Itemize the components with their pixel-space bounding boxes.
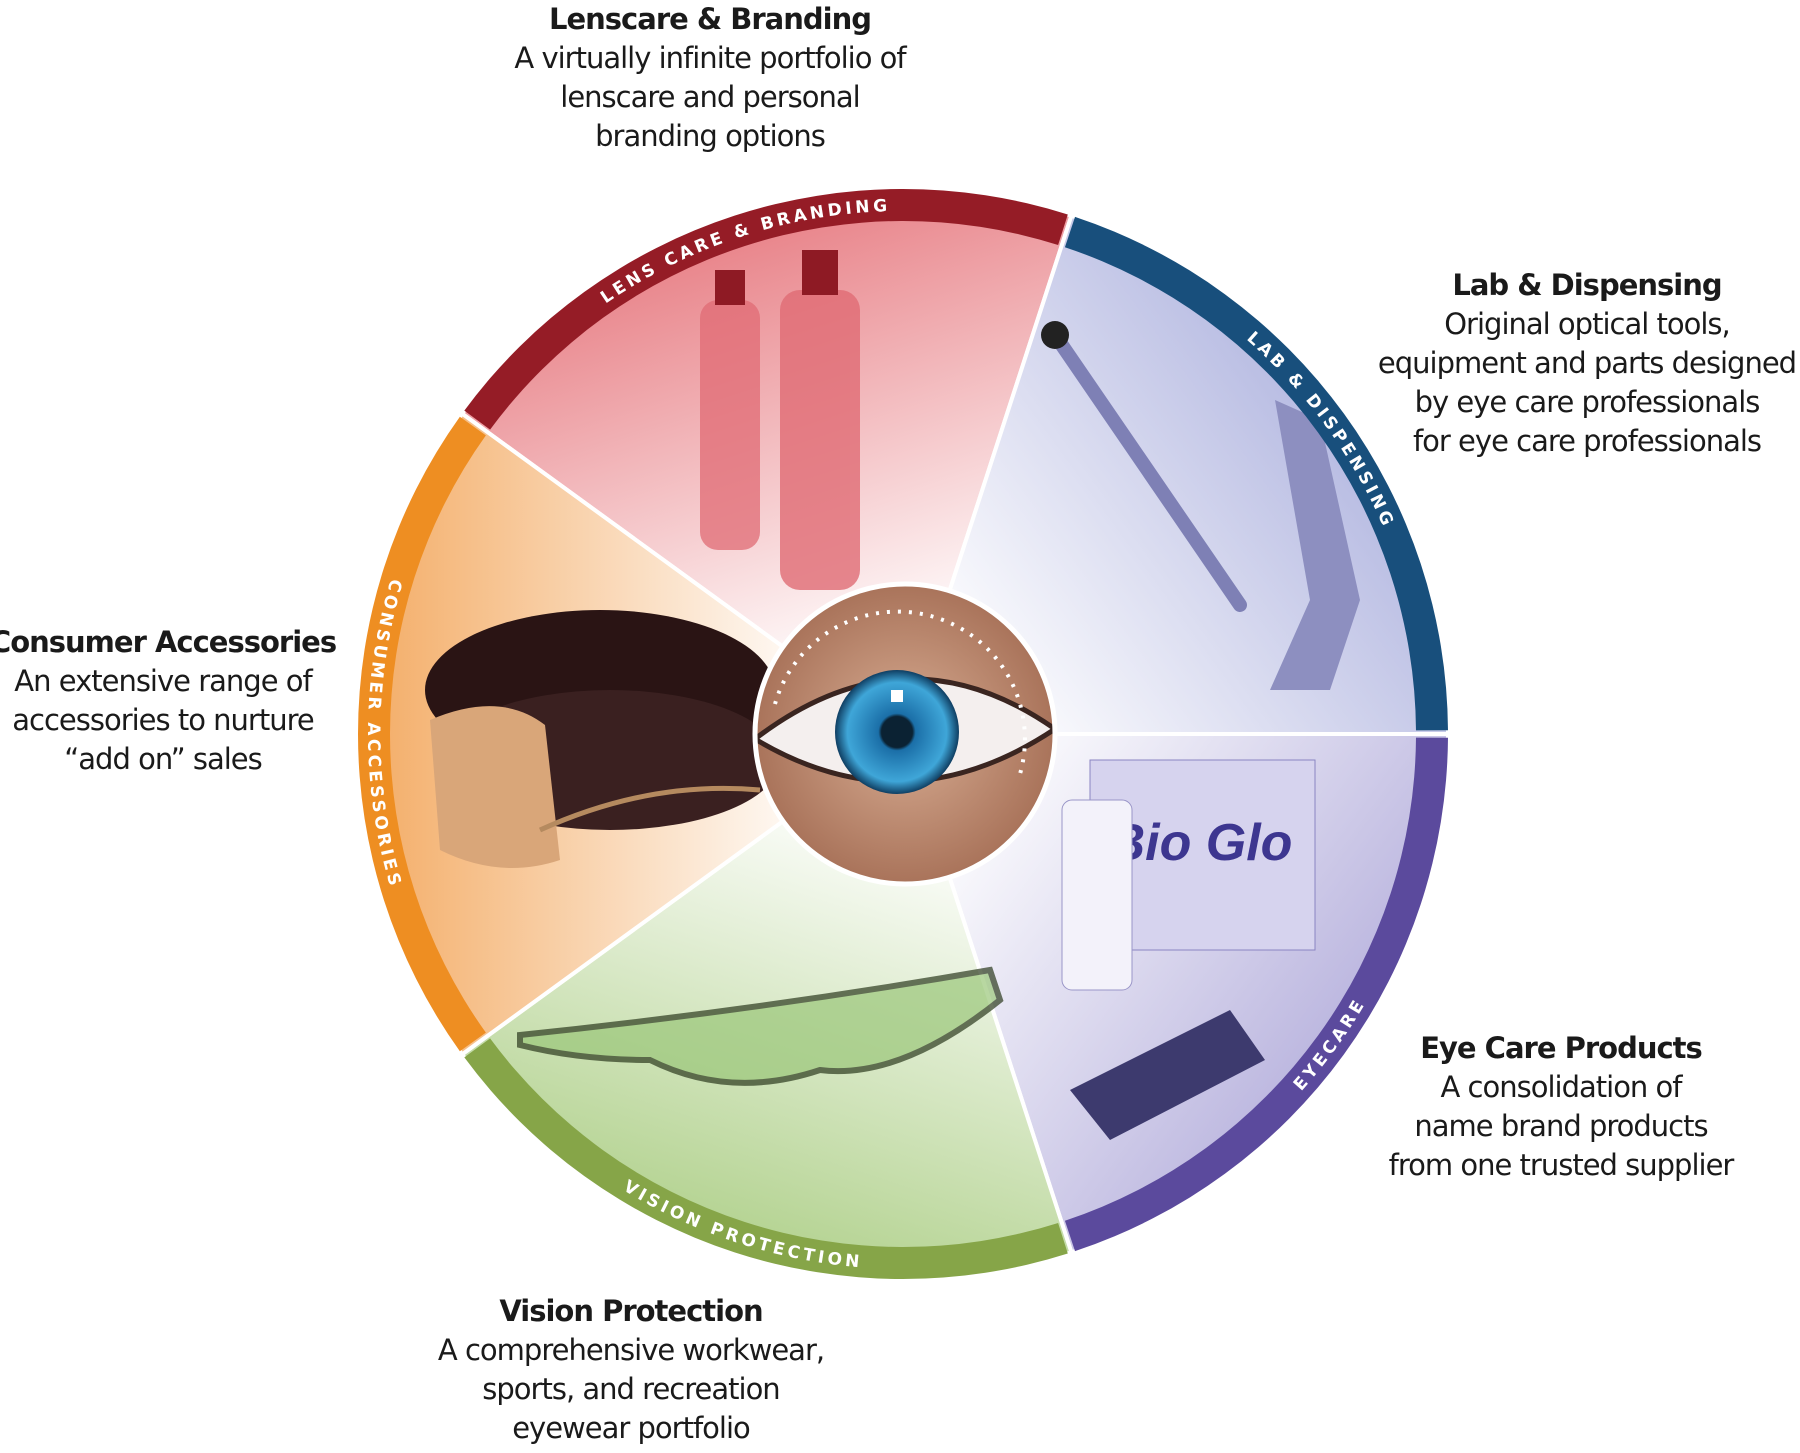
ring-band-lens-care: [464, 188, 1068, 430]
spray-bottle-small: [700, 300, 760, 550]
blurb-vision-protection: Vision Protection A comprehensive workwe…: [437, 1292, 825, 1448]
spray-bottle-large: [780, 290, 860, 590]
blurb-line: for eye care professionals: [1412, 424, 1762, 458]
blurb-line: A comprehensive workwear,: [437, 1333, 825, 1367]
eye-border: [752, 581, 1058, 887]
blurb-line: An extensive range of: [14, 664, 312, 698]
eye-photo: [752, 581, 1058, 887]
blurb-lab-dispensing: Lab & Dispensing Original optical tools,…: [1377, 266, 1797, 461]
eyeglass-cord: [538, 785, 761, 833]
ophthalmoscope: [1070, 1010, 1265, 1140]
blurb-title: Lab & Dispensing: [1452, 268, 1722, 302]
blurb-line: Original optical tools,: [1444, 307, 1731, 341]
ring-band-vision-protection: [464, 1038, 1068, 1279]
blurb-title: Eye Care Products: [1420, 1031, 1703, 1065]
blurb-line: eyewear portfolio: [512, 1411, 751, 1445]
blurb-line: A consolidation of: [1440, 1070, 1682, 1104]
pliers: [1270, 400, 1360, 690]
blurb-line: A virtually infinite portfolio of: [514, 41, 906, 75]
screwdriver: [1048, 328, 1247, 612]
blurb-line: branding options: [595, 119, 826, 153]
dotted-eye-arc: [773, 609, 1027, 775]
blurb-title: Lenscare & Branding: [549, 2, 872, 36]
ring-band-consumer-accessories: [358, 416, 486, 1052]
blurb-line: lenscare and personal: [560, 80, 860, 114]
blurb-line: sports, and recreation: [482, 1372, 780, 1406]
bioglo-logo: Bio Glo: [1108, 814, 1293, 872]
blurb-title: Vision Protection: [499, 1294, 763, 1328]
blurb-lens-care: Lenscare & Branding A virtually infinite…: [514, 0, 906, 156]
eyedrop-bottle: [1061, 799, 1133, 991]
blurb-line: “add on” sales: [64, 742, 263, 776]
blurb-line: by eye care professionals: [1414, 385, 1761, 419]
ring-band-lab-dispensing: [1064, 216, 1448, 731]
blurb-line: equipment and parts designed: [1377, 346, 1797, 380]
spray-cap-large: [802, 250, 838, 295]
blurb-consumer-accessories: Consumer Accessories An extensive range …: [0, 623, 337, 779]
cleaning-pouch: [430, 706, 560, 868]
ring-band-eyecare: [1064, 737, 1448, 1252]
blurb-line: accessories to nurture: [12, 703, 315, 737]
blurb-title: Consumer Accessories: [0, 625, 337, 659]
blurb-line: name brand products: [1414, 1109, 1708, 1143]
blurb-line: from one trusted supplier: [1388, 1148, 1735, 1182]
screwdriver-cap: [1041, 321, 1069, 349]
safety-glasses: [517, 966, 1004, 1086]
eye-iris: [835, 670, 959, 794]
spray-cap-small: [715, 270, 745, 305]
blurb-eyecare: Eye Care Products A consolidation of nam…: [1388, 1029, 1735, 1185]
eye-highlight: [891, 690, 903, 702]
